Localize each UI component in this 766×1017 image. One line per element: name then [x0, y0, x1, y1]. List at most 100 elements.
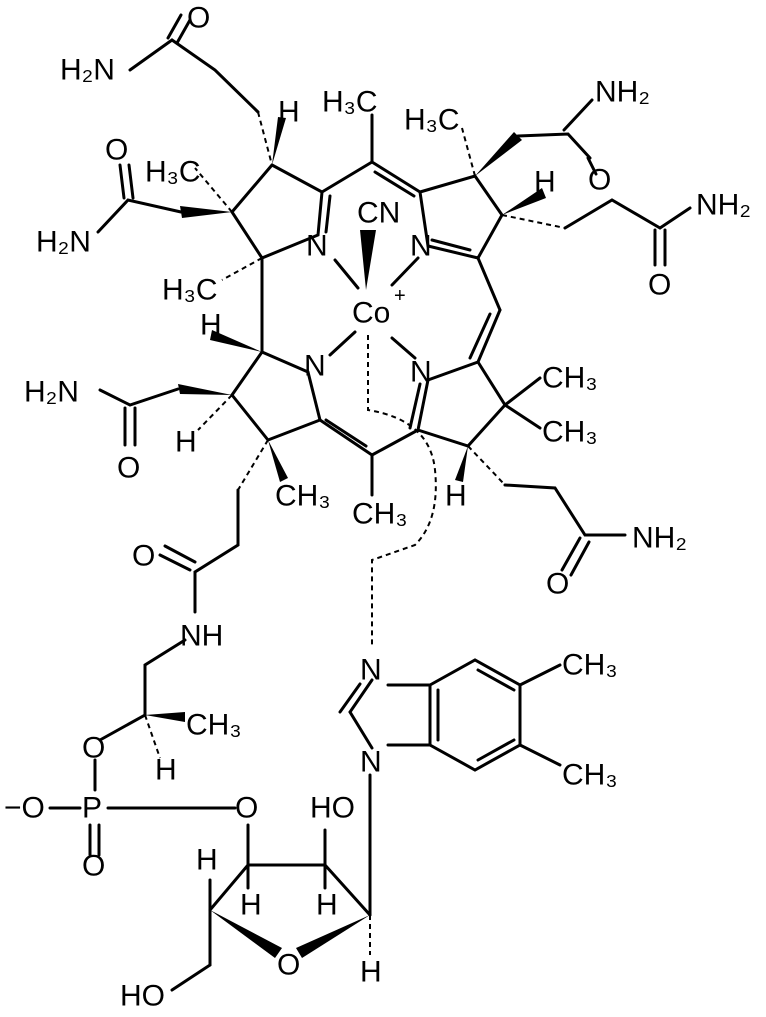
bond-co-na: [333, 258, 360, 290]
wedge-h-a: [272, 117, 286, 165]
bond-acet-b: [516, 132, 592, 160]
label-benz-n1: N: [360, 654, 382, 687]
bond-meso-1: [476, 256, 502, 312]
bond-chain-d-o2: [163, 544, 197, 564]
bond-chain-d: [193, 488, 240, 614]
bond-linker: [98, 638, 187, 742]
dash-chain-c: [467, 445, 506, 486]
wedge-h-b: [502, 188, 546, 215]
bond-chain-c-o: [560, 536, 582, 572]
dash-h-d2: [197, 394, 233, 431]
label-n-ring-a: N: [306, 230, 328, 263]
label-propyl-methyl: CH₃: [186, 709, 242, 742]
label-amide-left-nh2: H₂N: [36, 226, 91, 259]
label-h-ring-d2: H: [175, 426, 197, 459]
wedge-methyl-d: [268, 440, 288, 482]
bond-benzene-d2: [476, 668, 516, 692]
label-h-ring-b: H: [534, 166, 556, 199]
bond-methyl-c1: [503, 376, 542, 407]
label-amide-left-o: O: [105, 134, 128, 167]
label-amide-mid-left-nh2: H₂N: [24, 376, 79, 409]
bond-meso-2-double: [468, 312, 492, 360]
dash-chain-d: [237, 439, 269, 491]
label-methyl-top-right: H₃C: [404, 104, 460, 137]
label-benz-methyl2: CH₃: [562, 759, 618, 792]
label-amide-top-right-o: O: [588, 164, 611, 197]
bond-benzene-d3: [476, 738, 516, 762]
bond-co-a: [175, 18, 192, 45]
label-amide-top-right-nh2: NH₂: [595, 76, 650, 109]
bond-methyl-c2: [503, 403, 542, 430]
bond-acet-b-n: [562, 98, 594, 132]
label-n-ring-b: N: [410, 230, 432, 263]
bond-ring-b: [418, 174, 504, 260]
wedge-acet-d: [178, 384, 232, 395]
bond-chain-c-o2: [569, 540, 591, 577]
bond-ring-a-double: [324, 194, 332, 234]
label-ester-o: O: [82, 732, 105, 765]
label-ribose-h3: H: [316, 889, 338, 922]
wedge-propyl-methyl: [145, 712, 185, 722]
label-cobalt-charge: +: [394, 285, 406, 307]
wedge-h-d: [210, 330, 262, 352]
bond-chain-c: [503, 483, 627, 537]
label-cobalt: Co: [352, 297, 390, 330]
label-ribose-h1: H: [196, 844, 218, 877]
label-n-ring-d: N: [304, 350, 326, 383]
label-propyl-h: H: [155, 754, 177, 787]
label-phosphate-o-minus: −O: [4, 792, 45, 825]
wedge-h-c: [455, 446, 468, 482]
bond-bridge-2: [370, 160, 422, 194]
bond-acet-left: [96, 198, 183, 234]
bond-benzene: [428, 658, 522, 772]
bond-layer: [48, 13, 692, 992]
dash-chain-b: [501, 214, 566, 229]
label-amide-linker-nh: NH: [180, 620, 223, 653]
dash-co-benzimidazole: [367, 335, 437, 645]
label-h-ring-c: H: [445, 480, 467, 513]
bond-acet-b-o: [586, 156, 598, 176]
bond-acet-d: [98, 387, 180, 407]
label-ribose-h4: H: [360, 956, 382, 989]
wedge-acet-b: [475, 132, 522, 176]
label-methyl-d: CH₃: [275, 480, 331, 513]
bond-ring-b-double: [430, 238, 472, 252]
bond-benz-methyl1: [518, 663, 562, 687]
dash-chain-a: [257, 111, 273, 166]
label-layer: H₂N O H H₃C H₃C NH₂ O O H₃C H₂N CN N N H…: [4, 2, 751, 1013]
bond-ring-a: [230, 163, 324, 260]
label-amide-mid-left-o: O: [117, 452, 140, 485]
dash-methyl-left-lower: [221, 257, 263, 281]
bond-acet-left-o2: [127, 163, 135, 200]
bond-ribose-left: [208, 863, 250, 912]
label-methyl-c2: CH₃: [542, 416, 598, 449]
bond-bridge-bottom-1: [370, 428, 420, 457]
bond-ribose-top: [246, 863, 372, 917]
wedge-ribose-br: [296, 915, 370, 958]
label-ribose-o: O: [277, 949, 300, 982]
bond-ring-c: [416, 360, 507, 448]
label-cn-ligand: CN: [357, 197, 400, 230]
label-amide-top-left-nh2: H₂N: [60, 54, 115, 87]
label-amide-lower-right-nh2: NH₂: [632, 522, 687, 555]
label-amide-right-o: O: [648, 269, 671, 302]
dash-methyl-b: [461, 127, 476, 177]
label-methyl-top-center: H₃C: [322, 86, 378, 119]
dash-methyl-left: [194, 167, 233, 213]
label-amide-lower-right-o: O: [546, 568, 569, 601]
label-n-ring-c: N: [410, 356, 432, 389]
bond-meso-2: [476, 308, 502, 364]
bond-chain-a: [128, 38, 260, 114]
label-amide-right-nh2: NH₂: [696, 189, 751, 222]
label-ribose-oh: HO: [310, 792, 355, 825]
bond-bridge-1: [320, 160, 374, 194]
label-benz-n2: N: [360, 746, 382, 779]
label-phosphate-p: P: [82, 792, 102, 825]
label-amide-top-left-o: O: [187, 2, 210, 35]
label-amide-linker-o: O: [132, 540, 155, 573]
bond-bridge-bottom-2: [318, 418, 374, 457]
bond-co-nb: [390, 256, 420, 287]
bond-co-nc: [390, 336, 417, 360]
wedge-acet-left: [180, 206, 232, 218]
